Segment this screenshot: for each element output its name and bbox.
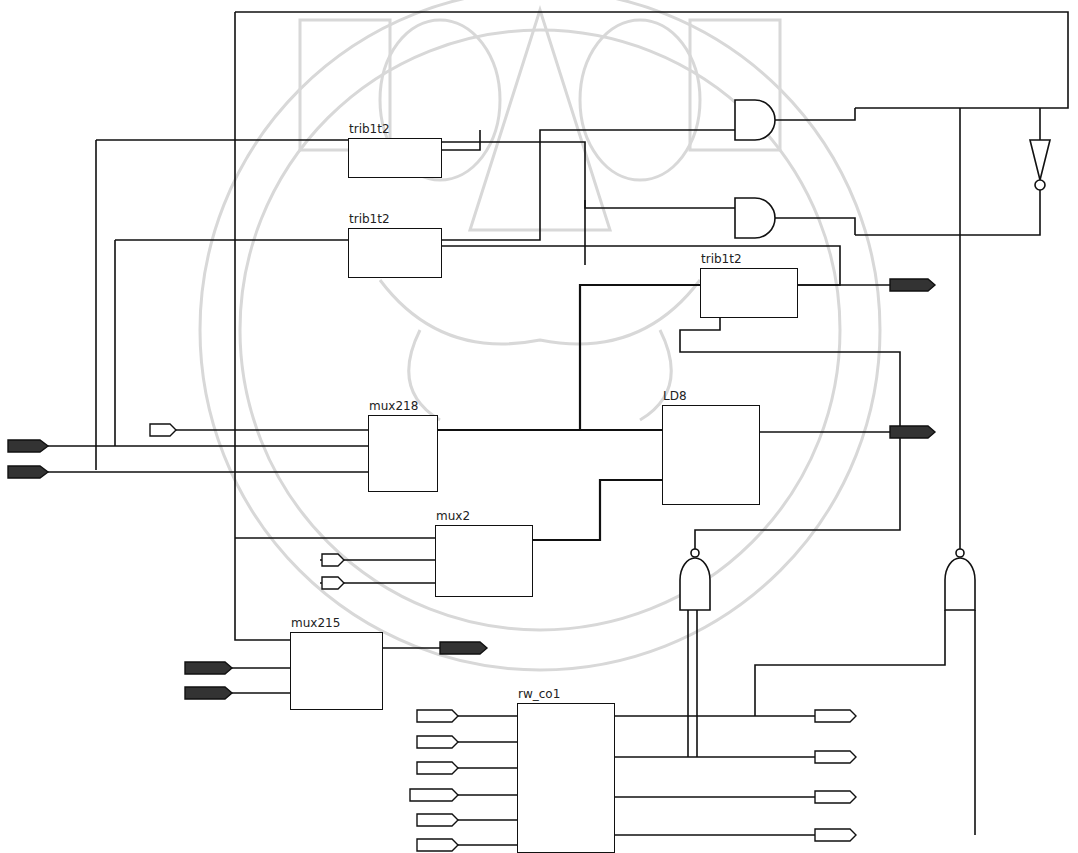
block-name: mux215 bbox=[291, 616, 340, 630]
schematic-block: trib1t2 bbox=[700, 268, 798, 318]
bus-wire bbox=[438, 285, 700, 430]
schematic-block: mux218 bbox=[368, 415, 438, 492]
block-name: trib1t2 bbox=[349, 122, 390, 136]
schematic-block: mux2 bbox=[435, 525, 533, 597]
block-name: mux218 bbox=[369, 399, 418, 413]
schematic-block: mux215 bbox=[290, 632, 383, 710]
block-name: LD8 bbox=[663, 389, 687, 403]
block-name: trib1t2 bbox=[701, 252, 742, 266]
block-name: rw_co1 bbox=[518, 687, 560, 701]
bus-wire bbox=[533, 480, 662, 540]
schematic-block: trib1t2 bbox=[348, 228, 442, 278]
block-name: mux2 bbox=[436, 509, 470, 523]
schematic-block: LD8 bbox=[662, 405, 760, 505]
block-name: trib1t2 bbox=[349, 212, 390, 226]
schematic-block: trib1t2 bbox=[348, 138, 442, 178]
schematic-block: rw_co1 bbox=[517, 703, 615, 853]
